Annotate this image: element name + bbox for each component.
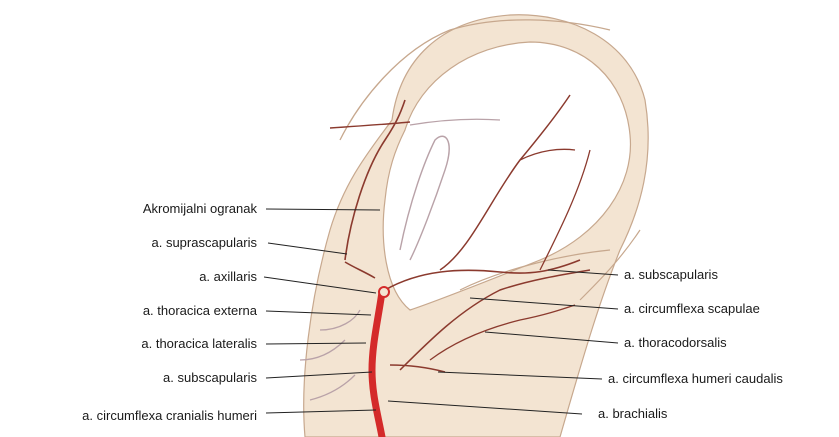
- label-subscapularis-right: a. subscapularis: [624, 267, 718, 282]
- label-thoracica-externa: a. thoracica externa: [143, 303, 258, 318]
- artery-origin: [379, 287, 389, 297]
- label-circumflexa-humeri-caudalis: a. circumflexa humeri caudalis: [608, 371, 783, 386]
- label-acromial-branch: Akromijalni ogranak: [143, 201, 258, 216]
- label-circumflexa-scapulae: a. circumflexa scapulae: [624, 301, 760, 316]
- label-axillaris: a. axillaris: [199, 269, 257, 284]
- label-subscapularis-left: a. subscapularis: [163, 370, 257, 385]
- label-circumflexa-cranialis-humeri: a. circumflexa cranialis humeri: [82, 408, 257, 423]
- label-brachialis: a. brachialis: [598, 406, 668, 421]
- label-thoracica-lateralis: a. thoracica lateralis: [141, 336, 257, 351]
- label-thoracodorsalis: a. thoracodorsalis: [624, 335, 727, 350]
- label-suprascapularis: a. suprascapularis: [152, 235, 258, 250]
